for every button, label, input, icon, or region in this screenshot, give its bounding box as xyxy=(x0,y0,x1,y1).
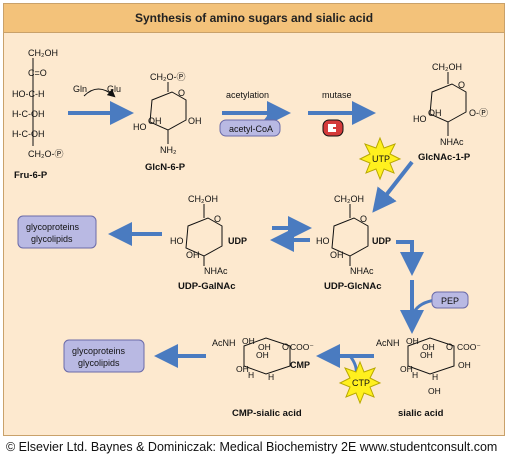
sialic-oh-e: OH xyxy=(428,386,441,396)
title-bar: Synthesis of amino sugars and sialic aci… xyxy=(3,3,505,33)
fru6p-atom-5: H-C-OH xyxy=(12,129,45,139)
fru6p-atom-3: HO-C-H xyxy=(12,89,45,99)
glcnac1p-name: GlcNAc-1-P xyxy=(418,152,471,163)
diagram-title: Synthesis of amino sugars and sialic aci… xyxy=(134,11,374,25)
acetyl-coa-box xyxy=(219,119,281,137)
sialic-oh-d: OH xyxy=(400,364,413,374)
glcnac1p-ring-o: O xyxy=(458,80,465,90)
acetylation-label: acetylation xyxy=(226,90,269,100)
udpgalnac-ring-o: O xyxy=(214,214,221,224)
cmp-group: CMP xyxy=(290,360,310,370)
udpgalnac-group: UDP xyxy=(228,236,247,246)
utp-label: UTP xyxy=(372,154,390,164)
ctp-label: CTP xyxy=(352,378,370,388)
glu-label: Glu xyxy=(107,84,121,94)
fru6p-name: Fru-6-P xyxy=(14,170,48,181)
fru6p-atom-2: C=O xyxy=(28,68,47,78)
udpgalnac-oh: OH xyxy=(186,250,200,260)
glcn6p-ho: HO xyxy=(133,122,147,132)
mutase-label: mutase xyxy=(322,90,352,100)
glycoproteins-box-1-line-1: glycoproteins xyxy=(26,222,80,232)
glycoproteins-box-2-line-2: glycolipids xyxy=(78,358,120,368)
mutase-enzyme-icon xyxy=(322,119,344,137)
copyright-notice: © Elsevier Ltd. Baynes & Dominiczak: Med… xyxy=(6,440,498,454)
sialic-h2: H xyxy=(432,372,438,382)
glycoproteins-box-1-line-2: glycolipids xyxy=(31,234,73,244)
glycoproteins-box-2-line-1: glycoproteins xyxy=(72,346,126,356)
glcnac1p-top: CH₂OH xyxy=(432,62,462,72)
fru6p-structure: CH₂OH C=O HO-C-H H-C-OH H-C-OH CH₂O-Ⓟ Fr… xyxy=(12,48,64,181)
cmp-oh-b: OH xyxy=(258,342,271,352)
glycoproteins-box-2 xyxy=(63,339,145,373)
sialic-acid-structure: O AcNH OH OH OH COO⁻ OH H OH H OH sialic… xyxy=(376,336,481,419)
cmp-coo: COO⁻ xyxy=(290,342,314,352)
glcn6p-top: CH₂O-Ⓟ xyxy=(150,72,186,82)
udpgalnac-structure: CH₂OH O HO OH UDP NHAc UDP-GalNAc xyxy=(170,194,247,292)
cmp-sialic-acid-name: CMP-sialic acid xyxy=(232,408,302,419)
sialic-ring-o: O xyxy=(446,342,453,352)
glcnac1p-oh: OH xyxy=(428,108,442,118)
cmp-acnh: AcNH xyxy=(212,338,236,348)
udpglcnac-oh: OH xyxy=(330,250,344,260)
glcn6p-oh-bottom: OH xyxy=(188,116,202,126)
glcn6p-sub: NH₂ xyxy=(160,145,177,155)
glycoproteins-box-1 xyxy=(17,215,97,249)
udpglcnac-group: UDP xyxy=(372,236,391,246)
cmp-oh-a: OH xyxy=(242,336,255,346)
arrow-glcnac1p-to-udpglcnac xyxy=(372,160,414,213)
acetyl-coa-label: acetyl-CoA xyxy=(229,124,273,134)
pathway-diagram: CH₂OH C=O HO-C-H H-C-OH H-C-OH CH₂O-Ⓟ Fr… xyxy=(12,48,488,419)
utp-star: UTP xyxy=(358,136,402,181)
cmp-ring-o: O xyxy=(282,342,289,352)
glcn6p-ring-o: O xyxy=(178,88,185,98)
glcn6p-oh-left: OH xyxy=(148,116,162,126)
udpglcnac-name: UDP-GlcNAc xyxy=(324,281,382,292)
pep-label: PEP xyxy=(441,296,459,306)
udpglcnac-ring-o: O xyxy=(360,214,367,224)
fru6p-atom-6: CH₂O-Ⓟ xyxy=(28,149,64,159)
glcn6p-name: GlcN-6-P xyxy=(145,162,186,173)
sialic-oh-c: OH xyxy=(420,350,433,360)
udpgalnac-ho: HO xyxy=(170,236,184,246)
udpgalnac-name: UDP-GalNAc xyxy=(178,281,236,292)
gln-glu-curve xyxy=(83,88,116,98)
cmp-sialic-acid-structure: O AcNH OH OH OH COO⁻ CMP H OH H CMP-sial… xyxy=(212,336,314,419)
glcnac1p-anomeric: O-Ⓟ xyxy=(469,108,488,118)
udpglcnac-ho: HO xyxy=(316,236,330,246)
sialic-h1: H xyxy=(412,370,418,380)
arrow-udpglcnac-down-1 xyxy=(396,240,424,276)
fru6p-atom-1: CH₂OH xyxy=(28,48,58,58)
cmp-oh-c: OH xyxy=(256,350,269,360)
udpgalnac-top: CH₂OH xyxy=(188,194,218,204)
glcnac1p-ho: HO xyxy=(413,114,427,124)
glcnac1p-sub: NHAc xyxy=(440,137,464,147)
cmp-h2: H xyxy=(268,372,274,382)
gln-label: Gln xyxy=(73,84,87,94)
pep-box xyxy=(431,291,469,309)
cmp-h1: H xyxy=(248,370,254,380)
cmp-oh-d: OH xyxy=(236,364,249,374)
sialic-acnh: AcNH xyxy=(376,338,400,348)
udpglcnac-sub: NHAc xyxy=(350,266,374,276)
udpglcnac-top: CH₂OH xyxy=(334,194,364,204)
glcnac1p-structure: CH₂OH O HO OH O-Ⓟ NHAc GlcNAc-1-P xyxy=(413,62,488,163)
ctp-star: CTP xyxy=(338,360,382,405)
udpglcnac-structure: CH₂OH O HO OH UDP NHAc UDP-GlcNAc xyxy=(316,194,391,292)
sialic-acid-name: sialic acid xyxy=(398,408,444,419)
udpgalnac-sub: NHAc xyxy=(204,266,228,276)
sialic-coo: COO⁻ xyxy=(457,342,481,352)
sialic-oh-b: OH xyxy=(422,342,435,352)
fru6p-atom-4: H-C-OH xyxy=(12,109,45,119)
sialic-oh-a: OH xyxy=(406,336,419,346)
sialic-oh-f: OH xyxy=(458,360,471,370)
glcn6p-structure: CH₂O-Ⓟ O HO OH OH NH₂ GlcN-6-P xyxy=(133,72,202,173)
